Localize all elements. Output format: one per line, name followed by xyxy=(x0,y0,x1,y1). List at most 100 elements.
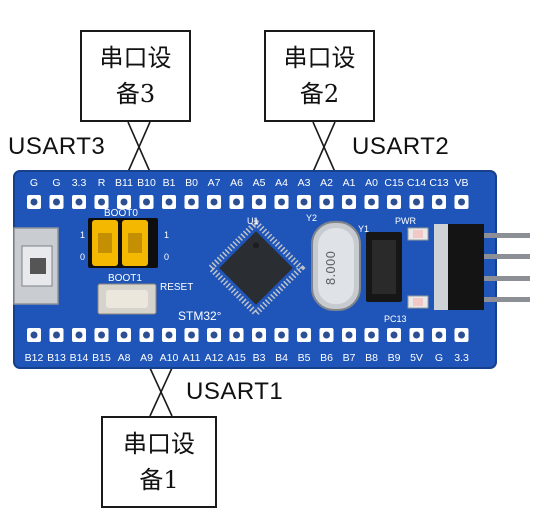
y1-silk: Y1 xyxy=(358,224,369,234)
serial-device-3-label-line2: 备3 xyxy=(115,80,156,108)
top-pin-hole xyxy=(390,198,398,206)
jumper-mark-1b: 1 xyxy=(164,230,169,240)
top-pin-label: A3 xyxy=(298,177,311,189)
top-pin-hole xyxy=(165,198,173,206)
top-pin-label: 3.3 xyxy=(72,177,87,189)
serial-device-1-label-line2: 备1 xyxy=(139,466,179,494)
top-pin-hole xyxy=(300,198,308,206)
usart2-crossover-lines xyxy=(312,121,336,173)
bottom-pin-hole xyxy=(435,331,443,339)
top-pin-label: A1 xyxy=(343,177,356,189)
bottom-pin-hole xyxy=(143,331,150,339)
swd-header xyxy=(434,224,530,310)
bottom-pin-label: A11 xyxy=(183,352,201,364)
serial-device-2-box: 串口设 备2 xyxy=(264,30,375,122)
serial-device-1-box: 串口设 备1 xyxy=(101,416,217,508)
bottom-pin-label: 3.3 xyxy=(454,352,469,364)
top-pin-label: B10 xyxy=(137,177,156,189)
top-pin-hole xyxy=(143,198,150,206)
bottom-pin-label: 5V xyxy=(410,352,423,364)
top-pin-hole xyxy=(75,198,83,206)
bottom-pin-label: B14 xyxy=(70,352,89,364)
top-pin-label: G xyxy=(30,177,38,189)
top-pin-label: C15 xyxy=(384,177,403,189)
bottom-pin-hole xyxy=(30,331,38,339)
boot0-silk: BOOT0 xyxy=(104,208,138,219)
bottom-pin-label: G xyxy=(435,352,443,364)
bottom-pin-hole xyxy=(120,331,128,339)
bottom-pin-hole xyxy=(233,331,240,339)
top-pin-label: B1 xyxy=(163,177,176,189)
pwr-silk: PWR xyxy=(395,216,416,226)
bottom-pin-hole xyxy=(300,331,308,339)
boot-jumper-block xyxy=(88,218,158,268)
top-pin-hole xyxy=(188,198,195,206)
bottom-pin-label: B6 xyxy=(320,352,333,364)
bottom-pin-hole xyxy=(210,331,218,339)
mcu-chip xyxy=(206,218,306,318)
top-pin-hole xyxy=(458,198,465,206)
bottom-pin-label: A12 xyxy=(205,352,224,364)
top-pin-label: G xyxy=(52,177,60,189)
bottom-pin-label: A15 xyxy=(227,352,246,364)
top-pin-label: A7 xyxy=(208,177,221,189)
bottom-pin-label: B4 xyxy=(275,352,288,364)
top-pin-label: A5 xyxy=(253,177,266,189)
bottom-pin-hole xyxy=(368,331,375,339)
usart3-crossover-lines xyxy=(127,121,151,173)
bottom-pin-hole xyxy=(323,331,330,339)
bottom-pin-label: B12 xyxy=(25,352,44,364)
bottom-pin-header xyxy=(27,328,469,342)
top-pin-hole xyxy=(210,198,218,206)
top-pin-label: B11 xyxy=(115,177,133,189)
bottom-pin-hole xyxy=(390,331,398,339)
top-pin-label: C13 xyxy=(429,177,448,189)
bottom-pin-hole xyxy=(53,331,60,339)
bottom-pin-label: A9 xyxy=(140,352,153,364)
usart1-crossover-lines xyxy=(149,367,173,417)
bottom-pin-label: A10 xyxy=(160,352,179,364)
bottom-pin-label: B8 xyxy=(365,352,378,364)
reset-button xyxy=(97,283,157,315)
y2-silk: Y2 xyxy=(306,213,317,223)
usart1-label: USART1 xyxy=(186,378,284,405)
usart3-label: USART3 xyxy=(8,133,106,160)
top-pin-hole xyxy=(120,198,128,206)
top-pin-label: A0 xyxy=(365,177,378,189)
bottom-pin-hole xyxy=(98,331,105,339)
top-pin-label: A6 xyxy=(230,177,243,189)
bottom-pin-label: B5 xyxy=(298,352,311,364)
top-pin-header xyxy=(27,195,469,209)
serial-device-2-label-line1: 串口设 xyxy=(283,44,356,72)
usart2-label: USART2 xyxy=(352,133,450,160)
u1-silk: U1 xyxy=(247,216,259,226)
jumper-mark-0: 0 xyxy=(80,252,85,262)
bottom-pin-label: B9 xyxy=(388,352,401,364)
top-pin-hole xyxy=(53,198,60,206)
bottom-pin-hole xyxy=(75,331,83,339)
serial-device-1-label-line1: 串口设 xyxy=(123,430,195,458)
top-pin-label: VB xyxy=(454,177,468,189)
top-pin-label: R xyxy=(98,177,106,189)
bottom-pin-label: B7 xyxy=(343,352,356,364)
bottom-pin-hole xyxy=(278,331,285,339)
top-pin-label: A2 xyxy=(320,177,333,189)
top-pin-hole xyxy=(368,198,375,206)
bottom-pin-hole xyxy=(413,331,420,339)
rtc-crystal xyxy=(366,232,402,302)
pc13-silk: PC13 xyxy=(384,314,407,324)
top-pin-hole xyxy=(323,198,330,206)
power-led xyxy=(407,227,429,241)
bottom-pin-hole xyxy=(345,331,353,339)
top-pin-hole xyxy=(233,198,240,206)
micro-usb-connector xyxy=(13,227,59,305)
boot1-silk: BOOT1 xyxy=(108,273,142,284)
top-pin-hole xyxy=(278,198,285,206)
top-pin-hole xyxy=(255,198,263,206)
bottom-pin-label: B13 xyxy=(47,352,66,364)
crystal-value: 8.000 xyxy=(324,251,338,285)
jumper-mark-0b: 0 xyxy=(164,252,169,262)
